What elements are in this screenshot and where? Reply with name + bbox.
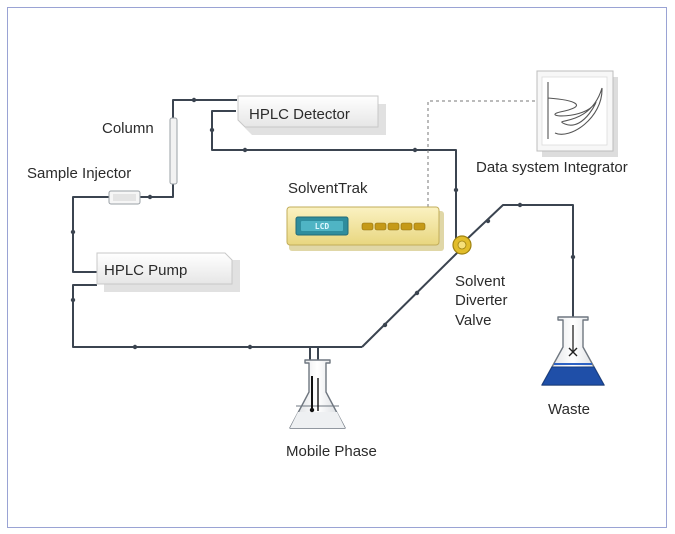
label-hplc-pump: HPLC Pump [104,262,187,279]
label-column: Column [102,120,154,137]
label-hplc-detector: HPLC Detector [249,106,350,123]
pipe-detector-to-valve [211,110,457,240]
signal-line-solventtrak-to-integrator [427,100,537,207]
solvent-diverter-valve [452,235,472,255]
label-waste: Waste [548,401,590,418]
chromatogram-trace [547,82,603,139]
label-solventtrak: SolventTrak [288,180,368,197]
sample-injector [108,190,141,205]
waste-liquid [541,366,605,386]
label-valve-line-2: Diverter [455,292,508,309]
column-tube [169,117,178,185]
mobile-phase-flask [289,359,346,429]
pipe-injector-to-column [140,184,174,198]
pipe-pump-to-injector [72,196,110,273]
waste-flask [541,316,605,386]
pipe-valve-to-mobile-phase [361,251,459,348]
diagram-frame [7,7,667,528]
data-system-integrator-device [536,70,618,157]
lcd-label: LCD [315,222,330,231]
pipe-mobile-phase-to-pump [72,284,362,348]
hplc-detector-box [237,95,386,135]
pipe-column-to-detector [172,99,237,119]
label-sample-injector: Sample Injector [27,165,131,182]
label-valve-line-3: Valve [455,312,491,329]
label-mobile-phase: Mobile Phase [286,443,377,460]
pipe-valve-to-waste [465,204,574,328]
flow-markers [70,97,576,350]
solventtrak-device: LCD [286,206,444,251]
label-data-system-integrator: Data system Integrator [476,159,628,176]
solventtrak-buttons [361,222,426,231]
label-valve-line-1: Solvent [455,273,506,290]
hplc-pump-box [96,252,240,292]
